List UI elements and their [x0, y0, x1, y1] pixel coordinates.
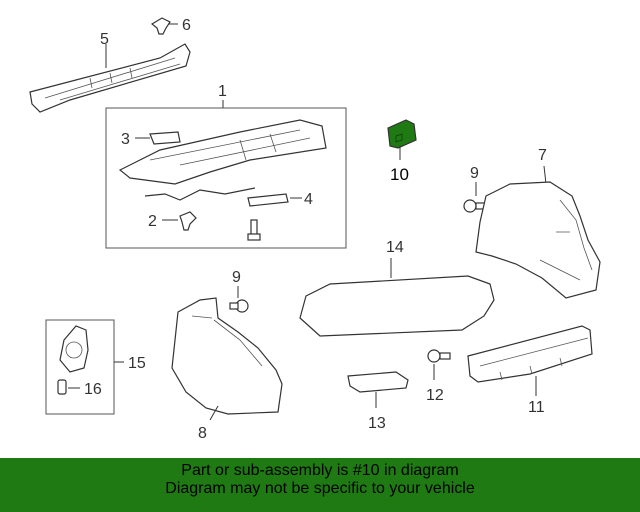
- callout-4: 4: [304, 191, 313, 208]
- banner-line-2: Diagram may not be specific to your vehi…: [165, 480, 475, 497]
- info-banner: Part or sub-assembly is #10 in diagram D…: [0, 458, 640, 512]
- part-2-wire[interactable]: [144, 187, 256, 231]
- callout-10: 10: [390, 165, 409, 184]
- callout-3: 3: [121, 131, 130, 148]
- callout-9-upper: 9: [470, 165, 479, 182]
- callout-12: 12: [426, 387, 444, 404]
- part-4-strip[interactable]: [247, 193, 289, 207]
- callout-7: 7: [538, 147, 547, 164]
- part-10-highlighted[interactable]: [387, 119, 417, 149]
- part-9-screw-lower[interactable]: [229, 299, 249, 313]
- part-9-screw-upper[interactable]: [463, 199, 487, 213]
- part-1-bolt[interactable]: [247, 219, 261, 241]
- part-6-clip[interactable]: [150, 17, 171, 35]
- callout-1: 1: [218, 83, 227, 100]
- group-15-box: [45, 319, 115, 415]
- part-1-package-tray[interactable]: [118, 119, 327, 185]
- part-3-bracket[interactable]: [149, 131, 181, 145]
- callout-9-lower: 9: [232, 269, 241, 286]
- callout-2: 2: [148, 213, 157, 230]
- callout-5: 5: [100, 31, 109, 48]
- leader-8: [209, 405, 219, 421]
- part-12-screw[interactable]: [427, 349, 451, 363]
- callout-11: 11: [528, 399, 545, 416]
- group-1-box: [105, 107, 347, 249]
- banner-line-1: Part or sub-assembly is #10 in diagram: [181, 462, 459, 479]
- callout-8: 8: [198, 425, 207, 442]
- callout-14: 14: [386, 239, 404, 256]
- part-14-trunk-mat[interactable]: [299, 275, 495, 337]
- part-5-trim-rail[interactable]: [29, 43, 191, 113]
- callout-13: 13: [368, 415, 386, 432]
- part-15-hook[interactable]: [59, 325, 89, 373]
- part-7-quarter-trim[interactable]: [475, 181, 601, 299]
- part-8-side-trim[interactable]: [171, 297, 283, 415]
- part-13-bracket[interactable]: [347, 371, 409, 393]
- callout-16: 16: [84, 381, 102, 398]
- part-16-clip[interactable]: [57, 379, 67, 395]
- callout-6: 6: [182, 17, 191, 34]
- part-11-sill-plate[interactable]: [467, 325, 593, 383]
- callout-15: 15: [128, 355, 146, 372]
- leader-7: [543, 165, 547, 185]
